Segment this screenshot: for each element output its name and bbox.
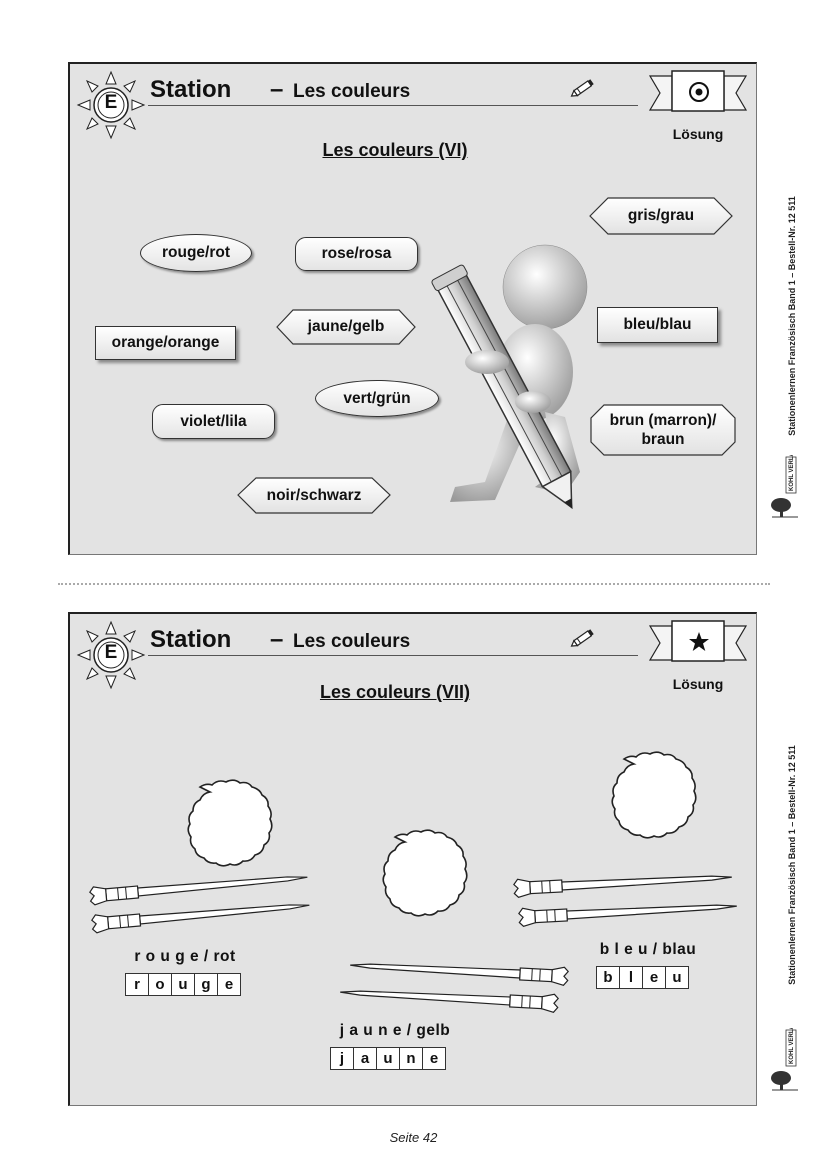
color-name-bleu: b l e u / blau bbox=[599, 941, 697, 958]
tree-logo-icon: KOHL VERLAG bbox=[771, 455, 798, 518]
octagon-shape bbox=[590, 404, 736, 456]
tree-logo-icon: KOHL VERLAG bbox=[771, 1028, 798, 1091]
svg-text:KOHL VERLAG: KOHL VERLAG bbox=[789, 455, 795, 491]
color-name-rouge: r o u g e / rot bbox=[134, 948, 236, 965]
label-orange: orange/orange bbox=[95, 326, 236, 360]
label-rouge: rouge/rot bbox=[140, 234, 252, 272]
letter-box: a bbox=[354, 1048, 377, 1069]
letter-box: e bbox=[643, 967, 666, 988]
letter-box: l bbox=[620, 967, 643, 988]
worksheet-card-2: E Station – Les couleurs Lösung Les coul… bbox=[68, 612, 757, 1106]
title-dash: – bbox=[270, 626, 284, 653]
pencil-icon bbox=[570, 79, 594, 97]
label-bleu: bleu/blau bbox=[597, 307, 718, 343]
label-rose: rose/rosa bbox=[295, 237, 418, 271]
letter-box: n bbox=[400, 1048, 423, 1069]
subject-title: Les couleurs bbox=[293, 631, 411, 652]
solution-label: Lösung bbox=[672, 126, 724, 142]
label-gris: gris/grau bbox=[627, 207, 695, 225]
svg-text:KOHL VERLAG: KOHL VERLAG bbox=[789, 1028, 795, 1064]
letter-box: u bbox=[377, 1048, 400, 1069]
letter-box: e bbox=[224, 976, 234, 993]
sheet-title: Les couleurs (VI) bbox=[322, 140, 468, 160]
hexagon-shape bbox=[237, 477, 391, 514]
letter-box: u bbox=[172, 974, 195, 995]
sheet-title: Les couleurs (VII) bbox=[319, 682, 471, 702]
sun-badge-icon bbox=[76, 620, 146, 690]
label-brun-line1: brun (marron)/ bbox=[609, 411, 717, 429]
target-icon bbox=[689, 82, 709, 102]
letter-box: b bbox=[597, 967, 620, 988]
star-icon bbox=[689, 632, 709, 651]
solution-banner bbox=[648, 620, 748, 662]
title-dash: – bbox=[270, 76, 284, 103]
letter-box: e bbox=[429, 1050, 439, 1067]
letter-box: r bbox=[126, 974, 149, 995]
pencil-icon bbox=[570, 629, 594, 647]
letter-box: j bbox=[331, 1048, 354, 1069]
label-violet: violet/lila bbox=[152, 404, 275, 439]
station-label: Station bbox=[150, 626, 232, 653]
header-rule bbox=[148, 655, 638, 656]
letter-boxes-rouge: r o u g e bbox=[125, 973, 241, 996]
header-rule bbox=[148, 105, 638, 106]
page-number: Seite 42 bbox=[389, 1130, 438, 1145]
subject-title: Les couleurs bbox=[293, 81, 411, 102]
sun-badge-icon bbox=[76, 70, 146, 140]
letter-box: u bbox=[672, 969, 682, 986]
letter-boxes-bleu: b l e u bbox=[596, 966, 689, 989]
letter-boxes-jaune: j a u n e bbox=[330, 1047, 446, 1070]
label-jaune: jaune/gelb bbox=[307, 318, 385, 336]
solution-label: Lösung bbox=[672, 676, 724, 692]
color-name-jaune: j a u n e / gelb bbox=[339, 1022, 451, 1039]
pencil-figure-illustration bbox=[431, 244, 588, 510]
badge-letter: E bbox=[104, 92, 118, 113]
label-noir: noir/schwarz bbox=[266, 486, 362, 504]
letter-box: o bbox=[149, 974, 172, 995]
hexagon-shape bbox=[589, 197, 733, 235]
badge-letter: E bbox=[104, 642, 118, 663]
label-brun-line2: braun bbox=[641, 431, 685, 448]
letter-box: g bbox=[195, 974, 218, 995]
station-label: Station bbox=[150, 76, 232, 103]
paint-illustration bbox=[88, 751, 738, 1014]
label-vert: vert/grün bbox=[315, 380, 439, 417]
worksheet-card-1: E Station – Les couleurs Lösung Les coul… bbox=[68, 62, 757, 555]
hexagon-shape bbox=[276, 309, 416, 345]
side-order-text: Stationenlernen Französisch Band 1 – Bes… bbox=[787, 745, 797, 985]
label-brun: brun (marron)/ braun bbox=[590, 404, 736, 456]
cut-line bbox=[58, 583, 770, 585]
